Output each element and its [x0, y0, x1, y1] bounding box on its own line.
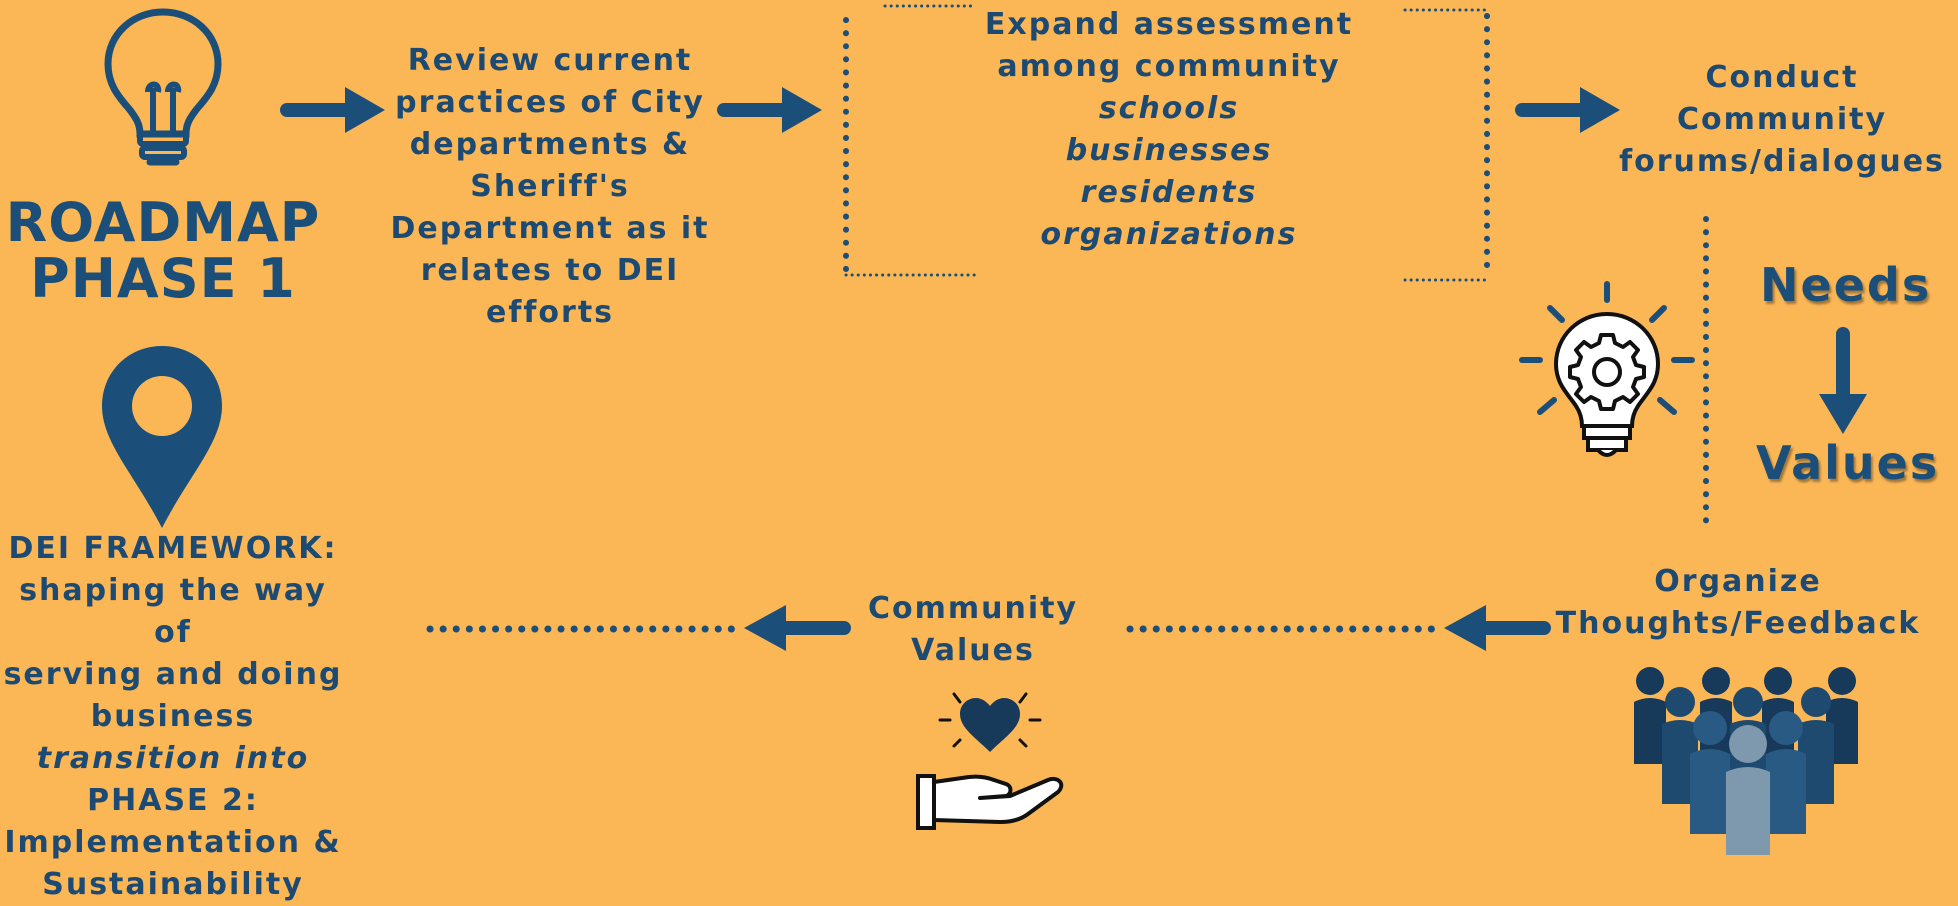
phase2-line: Implementation & — [4, 825, 342, 860]
expand-heading-line: Expand assessment — [984, 7, 1354, 42]
review-line: practices of City — [395, 85, 705, 120]
framework-line: business — [90, 699, 256, 734]
phase2-line: Sustainability — [42, 867, 304, 902]
transition-label: transition into — [36, 741, 310, 776]
review-line: Sheriff's — [470, 169, 630, 204]
framework-line: DEI FRAMEWORK: — [8, 531, 338, 566]
dotted-divider — [1703, 216, 1709, 524]
location-pin-icon — [102, 346, 222, 528]
framework-line: shaping the way of — [19, 573, 327, 650]
forums-line: Community — [1676, 102, 1888, 137]
review-step-text: Review current practices of City departm… — [378, 40, 722, 334]
expand-heading-line: among community — [997, 49, 1341, 84]
organize-line: Organize — [1654, 564, 1822, 599]
expand-step-text: Expand assessment among community school… — [975, 4, 1363, 256]
lightbulb-icon — [104, 8, 222, 166]
framework-line: serving and doing — [3, 657, 343, 692]
people-group-icon — [1634, 667, 1858, 855]
community-values-line: Values — [911, 633, 1035, 668]
dotted-connector — [426, 625, 738, 633]
values-label: Values — [1756, 436, 1940, 490]
phase2-line: PHASE 2: — [87, 783, 259, 818]
forums-line: forums/dialogues — [1619, 144, 1945, 179]
community-values-line: Community — [867, 591, 1079, 626]
community-item: residents — [1080, 175, 1258, 210]
forums-step-text: Conduct Community forums/dialogues — [1610, 57, 1954, 183]
title-line2: PHASE 1 — [30, 247, 296, 310]
review-line: Department as it — [390, 211, 710, 246]
community-item: businesses — [1065, 133, 1273, 168]
forums-line: Conduct — [1705, 60, 1859, 95]
dei-framework-text: DEI FRAMEWORK: shaping the way of servin… — [0, 528, 346, 906]
community-item: organizations — [1040, 217, 1298, 252]
heart-hand-icon — [916, 692, 1064, 830]
review-line: relates to DEI — [420, 253, 680, 288]
idea-gear-bulb-icon — [1519, 281, 1695, 457]
arrow-right-icon — [280, 87, 385, 133]
review-line: Review current — [407, 43, 693, 78]
dotted-connector — [1126, 625, 1438, 633]
community-values-text: Community Values — [848, 588, 1098, 672]
arrow-right-icon — [1515, 87, 1620, 133]
arrow-left-icon — [744, 605, 851, 651]
needs-label: Needs — [1760, 258, 1932, 312]
arrow-right-icon — [717, 87, 822, 133]
dotted-bracket-frame — [843, 4, 1492, 282]
organize-line: Thoughts/Feedback — [1555, 606, 1921, 641]
community-item: schools — [1098, 91, 1240, 126]
organize-step-text: Organize Thoughts/Feedback — [1548, 561, 1928, 645]
title-line1: ROADMAP — [5, 191, 321, 254]
review-line: departments & — [409, 127, 691, 162]
arrow-left-icon — [1444, 605, 1551, 651]
roadmap-title: ROADMAP PHASE 1 — [4, 195, 322, 307]
arrow-down-icon — [1819, 327, 1867, 434]
review-line: efforts — [485, 295, 615, 330]
